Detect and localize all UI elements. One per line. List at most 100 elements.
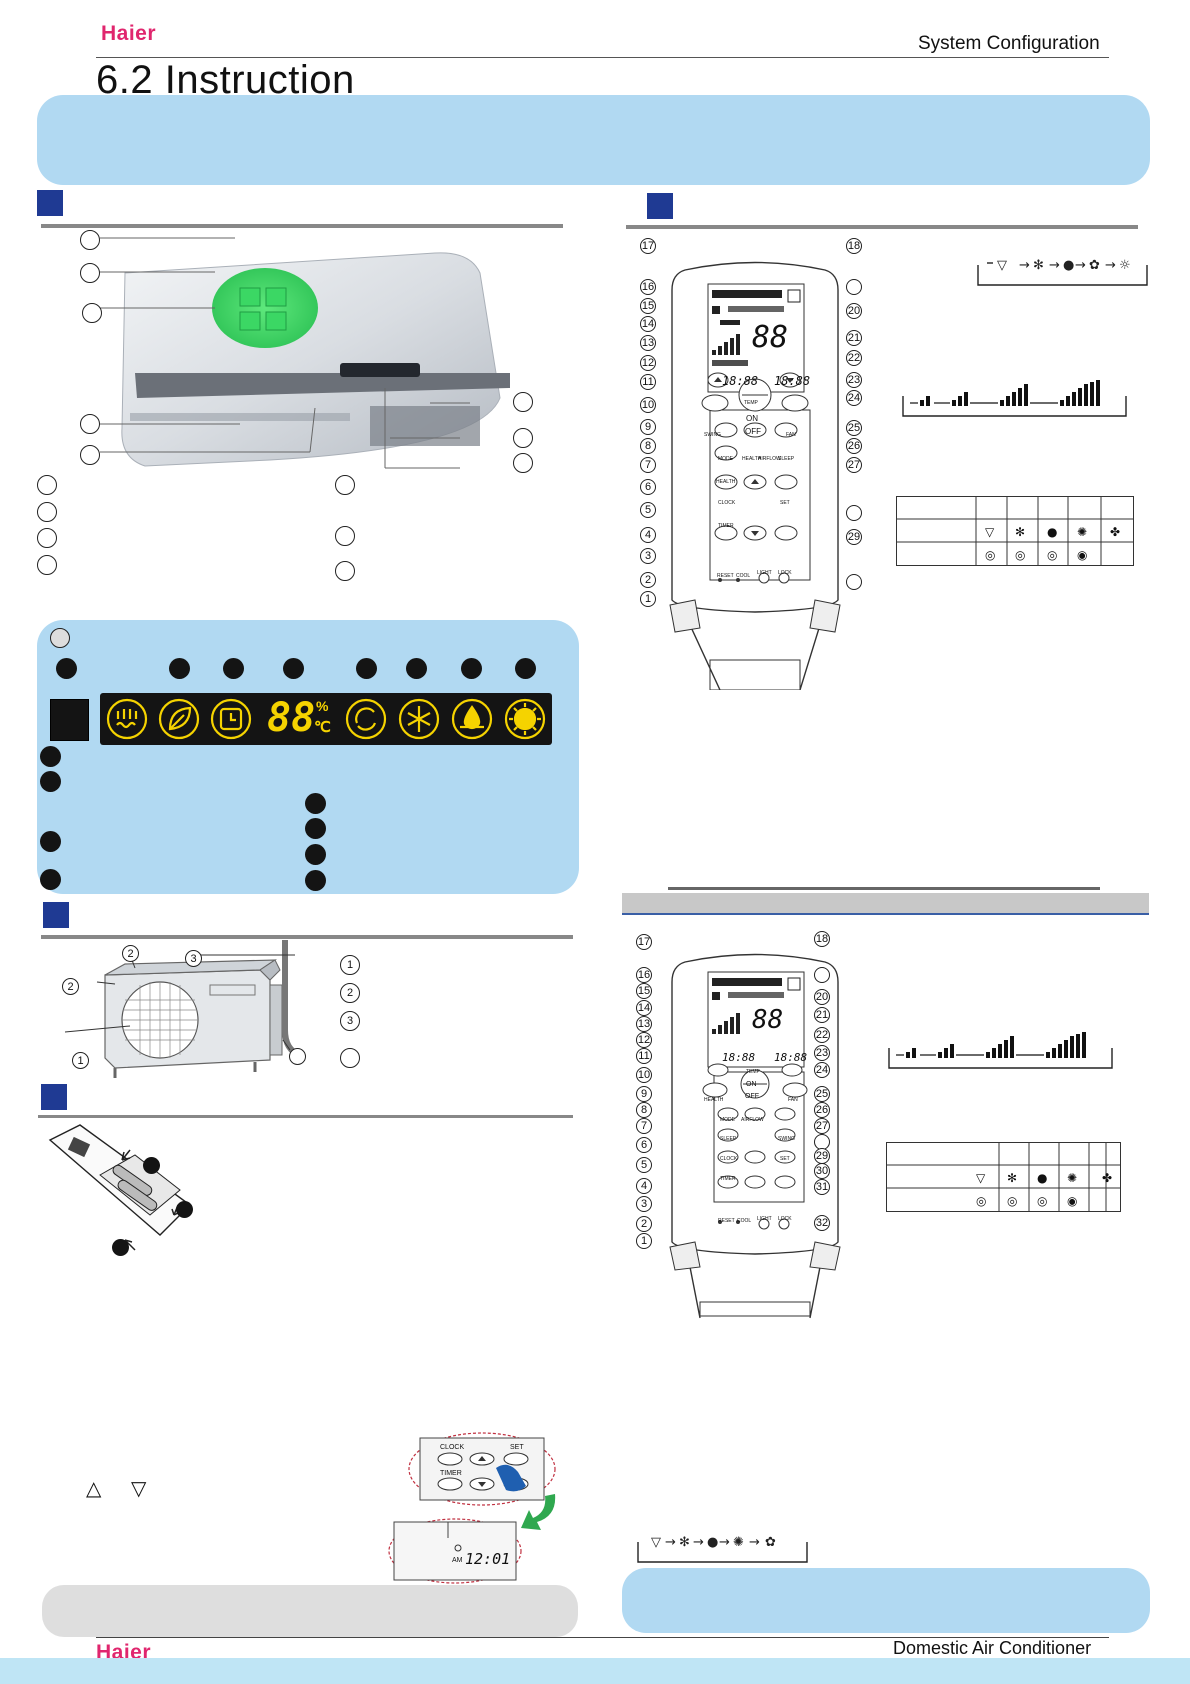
remote-a-btn-fan: FAN xyxy=(786,432,796,438)
clock-lcd-time: 12:01 xyxy=(465,1550,511,1568)
remote-a-btn-swing: SWING xyxy=(704,432,721,438)
svg-text:✻: ✻ xyxy=(1033,258,1044,273)
battery-step-1 xyxy=(143,1157,160,1174)
remote-a-btn-off: OFF xyxy=(745,427,761,436)
display-legend-2 xyxy=(40,771,61,792)
remote-a-lcd-time-2: 18:88 xyxy=(774,374,811,388)
remote-b-callout-14: 14 xyxy=(636,1000,652,1016)
remote-a-btn-sleep: SLEEP xyxy=(778,456,795,462)
water-drop-icon xyxy=(451,698,493,740)
remote-a-callout-22: 22 xyxy=(846,350,862,366)
remote-a-callout-2: 2 xyxy=(640,572,656,588)
mode-sequence-diagram-b: ▽ → ✻ → ● → ✺ → ✿ xyxy=(637,1535,808,1563)
section-marker-remote xyxy=(647,193,673,219)
remote-b-btn-on: ON xyxy=(746,1081,757,1088)
fan-speed-diagram-b xyxy=(888,1032,1113,1069)
outdoor-callout-3: 3 xyxy=(185,950,202,967)
svg-text:◉: ◉ xyxy=(1067,1194,1077,1208)
remote-a-illustration xyxy=(669,261,841,690)
remote-a-btn-set: SET xyxy=(780,500,790,506)
header-section-label: System Configuration xyxy=(918,33,1100,54)
svg-text:✤: ✤ xyxy=(1102,1171,1112,1185)
outdoor-callout-1: 1 xyxy=(72,1052,89,1069)
callout-indoor-7 xyxy=(513,428,533,448)
remote-b-btn-timer: TIMER xyxy=(720,1176,736,1182)
remote-a-callout-28 xyxy=(846,505,862,521)
remote-a-callout-16: 16 xyxy=(640,279,656,295)
set-btn-label: SET xyxy=(510,1444,524,1451)
display-unit-percent: % xyxy=(316,698,329,714)
display-callout-1 xyxy=(56,658,77,679)
remote-b-callout-17: 17 xyxy=(636,934,652,950)
svg-text:▽: ▽ xyxy=(997,258,1007,273)
display-callout-2 xyxy=(169,658,190,679)
display-legend-1 xyxy=(40,746,61,767)
remote-b-callout-26: 26 xyxy=(814,1102,830,1118)
svg-text:→: → xyxy=(1075,258,1086,273)
remote-divider xyxy=(668,887,1100,890)
remote-a-callout-13: 13 xyxy=(640,335,656,351)
remote-b-callout-11: 11 xyxy=(636,1048,652,1064)
remote-b-callout-25: 25 xyxy=(814,1086,830,1102)
clock-arrows: △ ▽ xyxy=(86,1478,159,1500)
remote-b-btn-off: OFF xyxy=(745,1093,759,1100)
remote-b-callout-5: 5 xyxy=(636,1157,652,1173)
remote-b-btn-clock: CLOCK xyxy=(720,1156,738,1162)
svg-text:◎: ◎ xyxy=(976,1194,986,1208)
svg-text:◎: ◎ xyxy=(1007,1194,1017,1208)
remote-b-lcd-time-2: 18:88 xyxy=(774,1051,808,1064)
legend-circle-a xyxy=(37,475,57,495)
remote-b-btn-lock: LOCK xyxy=(778,1216,792,1222)
remote-b-illustration xyxy=(669,953,841,1319)
svg-text:▽: ▽ xyxy=(985,525,995,539)
svg-text:▽: ▽ xyxy=(651,1535,661,1550)
remote-b-callout-4: 4 xyxy=(636,1178,652,1194)
svg-text:→: → xyxy=(1049,258,1060,273)
battery-step-2 xyxy=(176,1201,193,1218)
remote-a-callout-4: 4 xyxy=(640,527,656,543)
svg-text:✿: ✿ xyxy=(1089,258,1100,273)
remote-a-callout-10: 10 xyxy=(640,397,656,413)
remote-a-callout-27: 27 xyxy=(846,457,862,473)
svg-text:✻: ✻ xyxy=(1007,1171,1017,1185)
section-marker-battery xyxy=(41,1084,67,1110)
remote-a-btn-airflow: AIRFLOW xyxy=(758,456,781,462)
outdoor-callout-2-side: 2 xyxy=(62,978,79,995)
svg-text:●: ● xyxy=(1047,525,1057,539)
remote-a-btn-light: LIGHT xyxy=(757,570,772,576)
remote-a-lcd-digits: 88 xyxy=(752,320,789,355)
svg-text:→: → xyxy=(749,1535,760,1550)
display-readout: 88 xyxy=(267,695,316,741)
svg-text:→: → xyxy=(719,1535,730,1550)
remote-b-callout-23: 23 xyxy=(814,1045,830,1061)
svg-text:◎: ◎ xyxy=(985,548,995,562)
callout-indoor-8 xyxy=(513,453,533,473)
remote-b-callout-7: 7 xyxy=(636,1118,652,1134)
remote-a-callout-5: 5 xyxy=(640,502,656,518)
remote-a-callout-14: 14 xyxy=(640,316,656,332)
svg-text:✻: ✻ xyxy=(1015,525,1025,539)
remote-a-btn-timer: TIMER xyxy=(718,523,734,529)
outdoor-unit-illustration xyxy=(64,940,302,1078)
leaf-icon xyxy=(158,698,200,740)
svg-text:✻: ✻ xyxy=(679,1535,690,1550)
remote-b-callout-9: 9 xyxy=(636,1086,652,1102)
remote-b-callout-12: 12 xyxy=(636,1032,652,1048)
callout-indoor-2 xyxy=(80,263,100,283)
clock-btn-label: CLOCK xyxy=(440,1444,465,1451)
recycle-icon xyxy=(345,698,387,740)
remote-b-btn-cool: COOL xyxy=(737,1218,752,1224)
outdoor-legend-2: 2 xyxy=(340,983,360,1003)
legend-circle-g xyxy=(335,561,355,581)
svg-text:→: → xyxy=(665,1535,676,1550)
remote-b-header-band xyxy=(622,893,1149,915)
mode-sequence-diagram-a: ▽ → ✻ → ● → ✿ → ☼ xyxy=(977,258,1148,286)
remote-b-btn-light: LIGHT xyxy=(757,1216,772,1222)
clock-setting-buttons-illustration xyxy=(408,1432,556,1506)
remote-b-btn-temp: TEMP xyxy=(746,1069,760,1075)
clock-lcd-illustration xyxy=(388,1518,522,1584)
outdoor-callout-4 xyxy=(289,1048,306,1065)
battery-step-3 xyxy=(112,1239,129,1256)
remote-a-callout-30 xyxy=(846,574,862,590)
display-legend-3 xyxy=(40,831,61,852)
